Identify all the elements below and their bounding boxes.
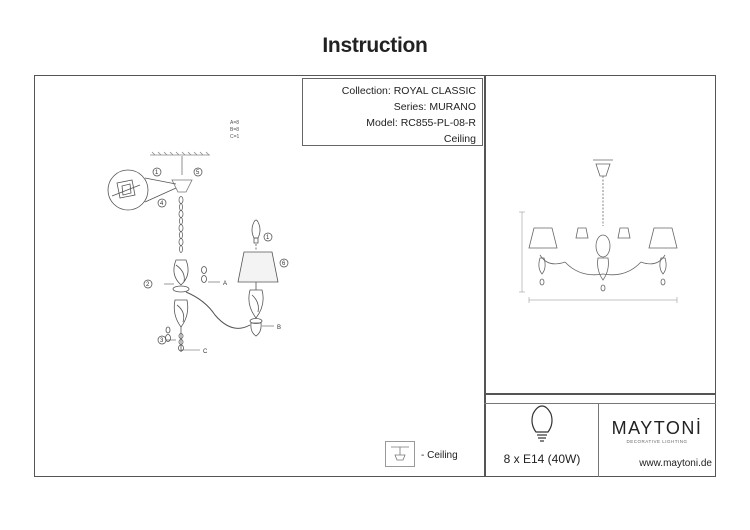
label-3: 3 (160, 338, 164, 344)
chain (178, 196, 184, 253)
label-a: A (223, 281, 227, 287)
label-b: B (277, 325, 281, 331)
crystal-drops (165, 266, 207, 342)
canopy (171, 156, 193, 193)
part-b: B=8 (230, 127, 240, 133)
mount-label: - Ceiling (421, 450, 458, 461)
arm-lamp (237, 251, 279, 337)
arm (185, 291, 251, 329)
series-label: Series: MURANO (393, 101, 476, 113)
divider-footer (598, 403, 599, 477)
brand-tagline: DECORATIVE LIGHTING (626, 439, 688, 444)
divider-horizontal (484, 393, 716, 395)
candle-bulb (251, 219, 261, 250)
page-title: Instruction (322, 34, 428, 57)
mount-icon-frame (385, 441, 415, 467)
dimension-lines (519, 211, 678, 303)
brand-website: www.maytoni.de (639, 458, 712, 469)
ceiling-hatch (150, 151, 210, 156)
detail-zoom (107, 169, 177, 211)
lamp-spec: 8 x E14 (40W) (503, 452, 581, 466)
collection-label: Collection: ROYAL CLASSIC (341, 85, 476, 97)
label-5: 5 (196, 170, 200, 176)
label-c: C (203, 349, 208, 355)
label-4: 4 (160, 201, 164, 207)
product-info-box: Collection: ROYAL CLASSIC Series: MURANO… (302, 78, 483, 146)
part-a: A=8 (230, 120, 240, 126)
label-1b: 1 (266, 235, 270, 241)
outer-frame (34, 75, 716, 477)
product-drawing (528, 159, 678, 292)
divider-vertical (484, 75, 486, 477)
parts-list: A=8 B=8 C=1 (230, 120, 239, 141)
central-column (172, 259, 190, 352)
label-1: 1 (155, 170, 159, 176)
ceiling-mount-icon (391, 446, 409, 461)
divider-horizontal-inner (484, 403, 716, 404)
bulb-icon (531, 405, 553, 442)
brand-logo: MAYTONİ (611, 418, 703, 438)
label-6: 6 (282, 261, 286, 267)
label-2: 2 (146, 282, 150, 288)
model-label: Model: RC855-PL-08-R (366, 117, 476, 129)
part-c: C=1 (230, 134, 240, 140)
step-markers (143, 167, 289, 345)
type-label: Ceiling (443, 133, 476, 145)
